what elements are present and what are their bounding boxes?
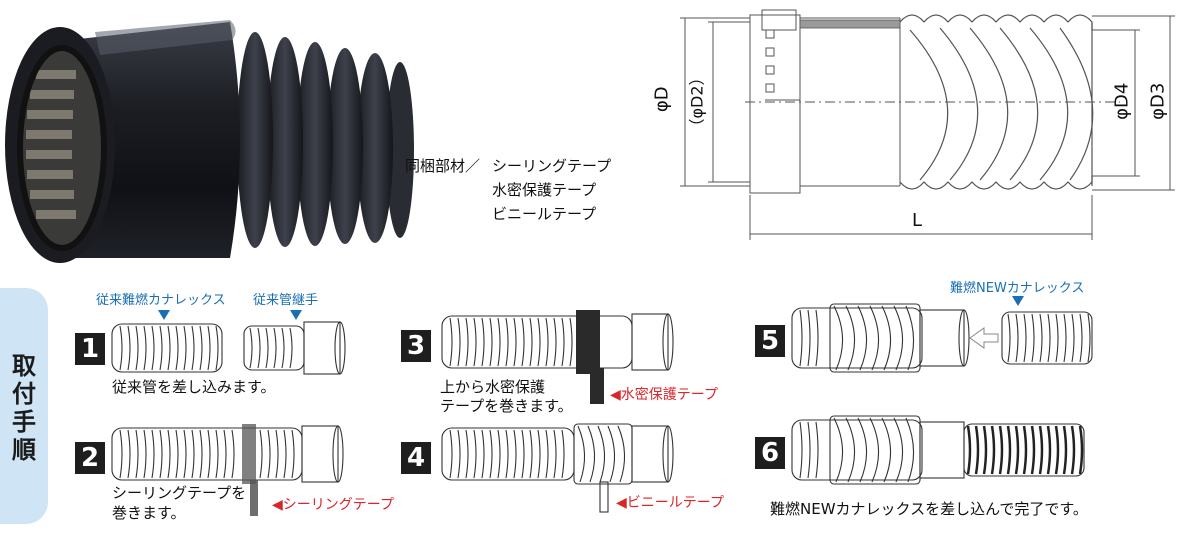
step-1-label-old-pipe: 従来難燃カナレックス — [96, 293, 226, 308]
step-2-text-line2: 巻きます。 — [112, 504, 186, 522]
step-5-number: 5 — [755, 325, 785, 357]
step-6-text: 難燃NEWカナレックスを差し込んで完了です。 — [770, 500, 1088, 518]
callout-arrow-icon: ◀ — [272, 497, 283, 513]
sleeve-body — [70, 22, 240, 258]
callout-arrow-icon: ◀ — [616, 495, 627, 511]
step-2-callout: ◀シーリングテープ — [272, 497, 394, 513]
bundled-part-waterproof-tape: 水密保護テープ — [492, 181, 597, 199]
step-1-number: 1 — [75, 333, 105, 365]
dim-label-D2: （φD2） — [687, 69, 707, 135]
tab-char: 手 — [12, 408, 36, 436]
step-1-label-old-joint: 従来管継手 — [253, 293, 319, 308]
tab-char: 順 — [12, 436, 36, 464]
tab-char: 付 — [12, 380, 36, 408]
insert-arrow-icon — [969, 327, 999, 349]
step-5-illustration — [791, 296, 1093, 373]
drawing-corrugation — [899, 14, 1094, 190]
callout-arrow-icon: ◀ — [610, 387, 621, 403]
step-6-number: 6 — [755, 437, 785, 469]
bundled-parts-prefix: 同梱部材／ — [405, 157, 481, 175]
product-photo — [5, 20, 414, 263]
step-3-text-line1: 上から水密保護 — [440, 378, 546, 396]
dim-label-D4: φD4 — [1111, 82, 1133, 120]
step-3-illustration — [441, 310, 674, 404]
step-4-number: 4 — [401, 442, 431, 474]
step-1-illustration — [111, 310, 346, 375]
step-2-number: 2 — [75, 442, 105, 474]
step-3-callout: ◀水密保護テープ — [610, 387, 718, 403]
inner-fins — [26, 70, 76, 219]
tab-char: 取 — [12, 352, 36, 380]
dim-label-D: φD — [651, 86, 673, 113]
step-3-text-line2: テープを巻きます。 — [440, 397, 573, 415]
dim-label-L: L — [912, 210, 923, 231]
step-5-label: 難燃NEWカナレックス — [950, 281, 1085, 296]
bundled-part-sealing-tape: シーリングテープ — [492, 157, 612, 175]
step-2-illustration — [111, 424, 344, 516]
bundled-part-vinyl-tape: ビニールテープ — [492, 205, 597, 223]
step-6-illustration — [791, 415, 1085, 485]
dim-label-D3: φD3 — [1147, 82, 1169, 120]
step-4-illustration — [441, 423, 674, 513]
step-1-text: 従来管を差し込みます。 — [112, 378, 276, 396]
installation-steps-tab: 取 付 手 順 — [0, 288, 48, 524]
step-2-text-line1: シーリングテープを — [112, 484, 247, 502]
step-3-number: 3 — [401, 330, 431, 362]
dimension-drawing — [680, 9, 1175, 240]
step-4-callout: ◀ビニールテープ — [616, 495, 724, 511]
corrugated-section — [237, 32, 414, 248]
